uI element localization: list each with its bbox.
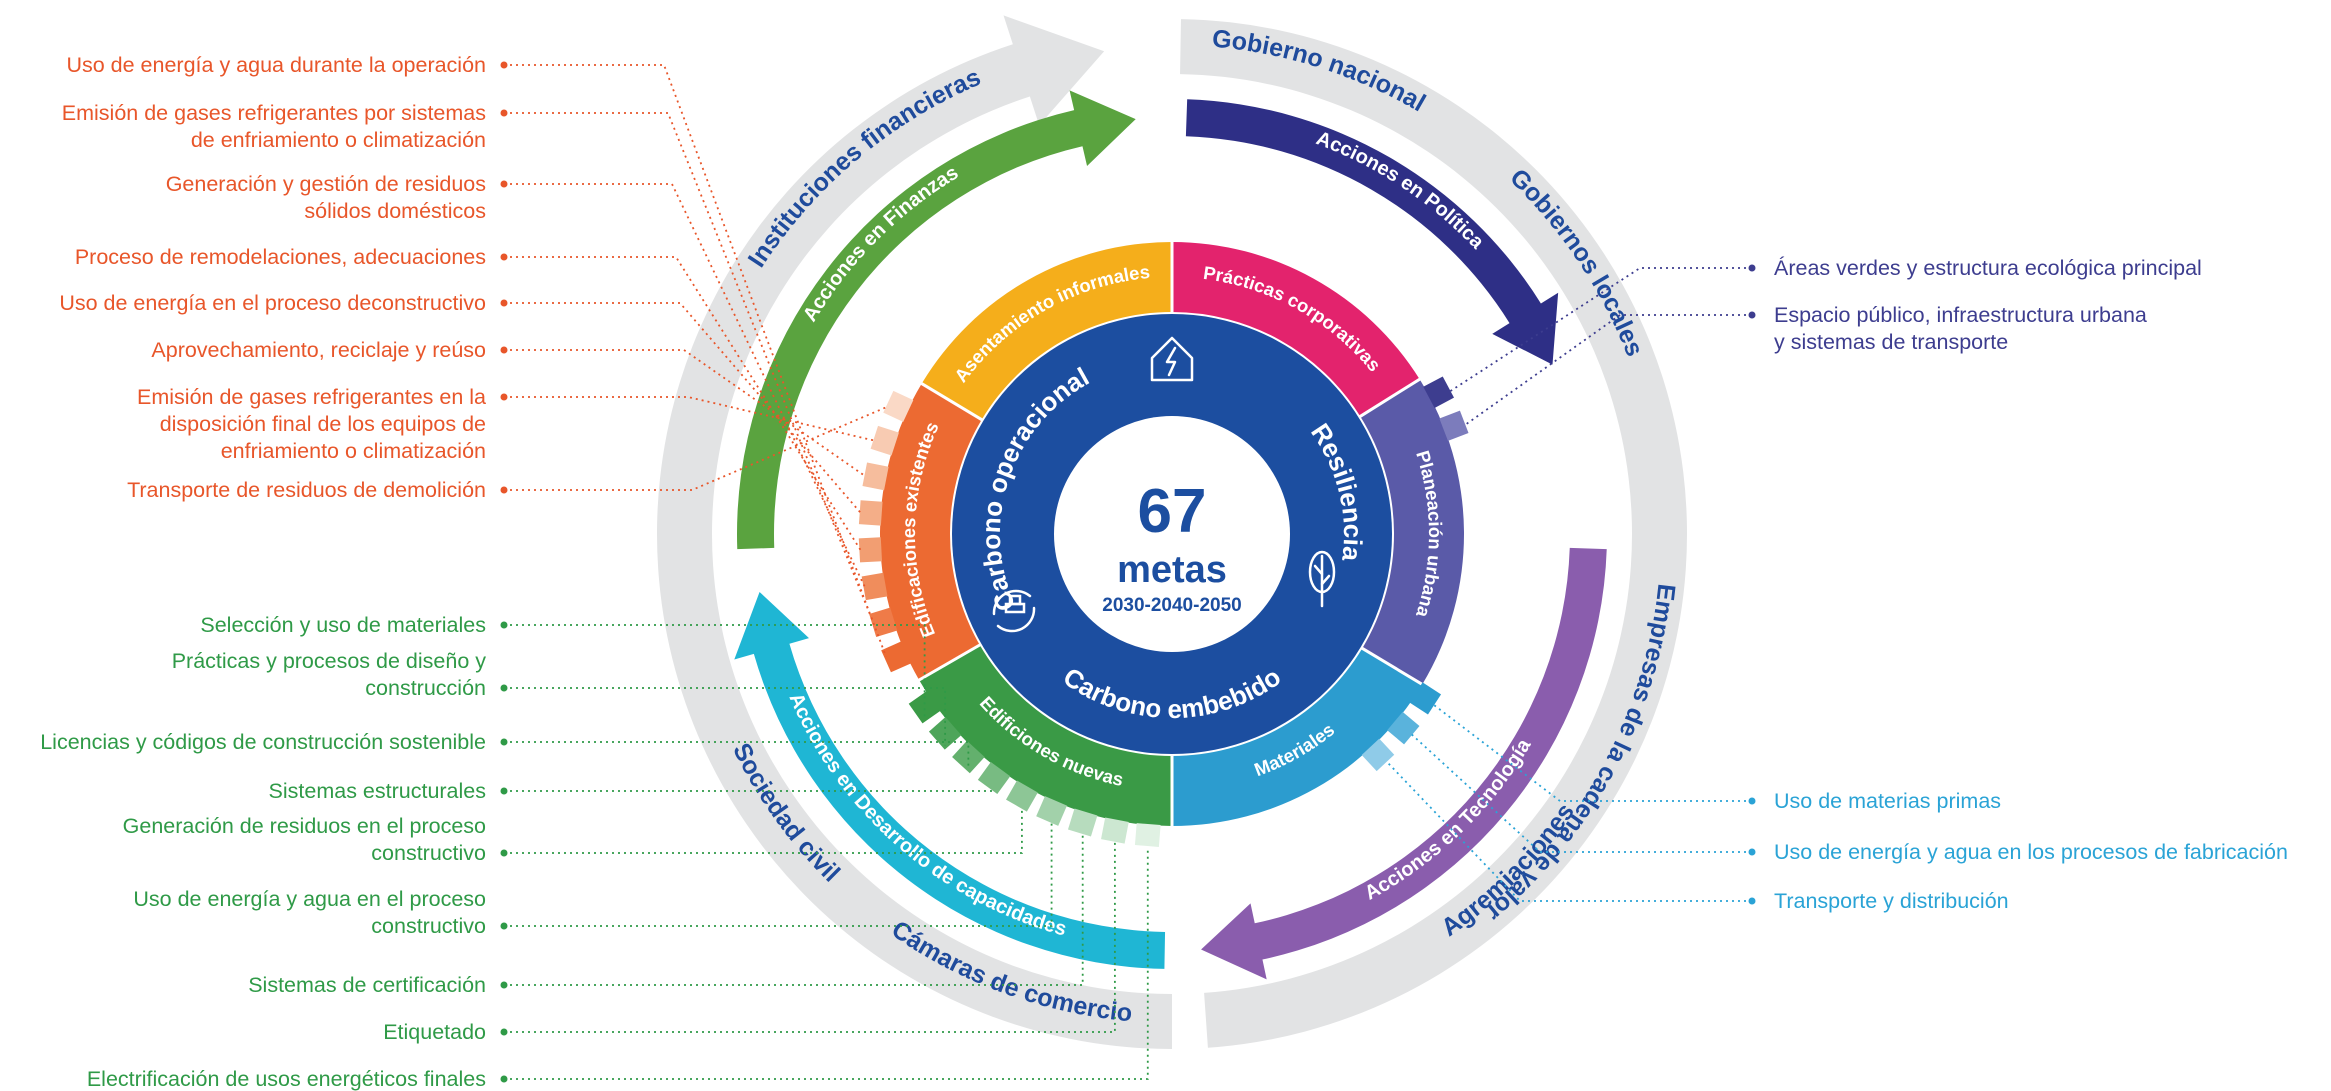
blue-connector-0 (1432, 703, 1752, 802)
green-label-6: Sistemas de certificación (248, 973, 486, 997)
green-connector-6 (504, 834, 1084, 986)
orange-connector-2 (504, 183, 866, 587)
orange-square (883, 390, 914, 422)
outer-ring-band-right (1180, 19, 1688, 1048)
purple-square (1423, 376, 1454, 408)
sector-divider (919, 381, 985, 422)
arrow-finanzas (737, 90, 1136, 550)
orange-label-5: Aprovechamiento, reciclaje y reúso (151, 338, 486, 362)
outer-ring-arrow-left (657, 15, 1172, 1050)
sector-divider (1357, 376, 1423, 419)
arrow-tecnologia (1201, 547, 1607, 980)
green-square (952, 740, 985, 774)
house-lightning-icon (1150, 336, 1194, 382)
orange-square (862, 462, 889, 491)
green-connector-4 (504, 808, 1023, 854)
orange-square (858, 500, 883, 526)
sector-0 (1172, 242, 1420, 417)
purple-label-0: Áreas verdes y estructura ecológica prin… (1774, 255, 2202, 280)
arrow-capacidades (734, 591, 1166, 969)
orange-label-4: Uso de energía en el proceso deconstruct… (59, 291, 486, 315)
connector-lines (500, 61, 1756, 1083)
orange-connector-3 (504, 256, 862, 551)
blue-square (1409, 682, 1442, 715)
core-white-disc (1054, 416, 1290, 652)
green-label-0: Selección y uso de materiales (200, 613, 486, 637)
goals-years: 2030-2040-2050 (1102, 595, 1241, 616)
green-connector-3 (504, 790, 995, 792)
purple-connector-1 (1463, 314, 1752, 427)
orange-connector-7 (504, 405, 889, 491)
side-labels: Uso de energía y agua durante la operaci… (40, 53, 2288, 1091)
blue-label-0: Uso de materias primas (1774, 789, 2001, 813)
orange-label-0: Uso de energía y agua durante la operaci… (66, 53, 486, 77)
blue-label-2: Transporte y distribución (1774, 889, 2009, 913)
orange-connector-5 (504, 349, 867, 478)
green-square (908, 691, 941, 724)
green-connector-8 (504, 847, 1149, 1080)
recycle-blocks-icon (992, 589, 1036, 633)
blue-label-1: Uso de energía y agua en los procesos de… (1774, 840, 2288, 864)
orange-square (861, 572, 888, 601)
green-label-3: Sistemas estructurales (269, 779, 486, 803)
sector-1 (1360, 379, 1464, 685)
green-connector-0 (504, 624, 926, 720)
blue-connector-1 (1410, 733, 1752, 853)
sector-3 (919, 645, 1172, 826)
tree-icon (1308, 550, 1336, 608)
arrow-politica (1185, 99, 1559, 365)
orange-connector-1 (504, 112, 875, 623)
green-label-7: Etiquetado (383, 1020, 486, 1044)
orange-connector-6 (504, 396, 875, 442)
green-square (1101, 817, 1129, 844)
green-square (1134, 823, 1161, 847)
sector-divider (916, 642, 983, 683)
green-connector-5 (504, 822, 1053, 927)
orange-square (870, 425, 899, 456)
green-label-8: Electrificación de usos energéticos fina… (87, 1067, 486, 1091)
orange-label-7: Transporte de residuos de demolición (127, 478, 486, 502)
green-label-2: Licencias y códigos de construcción sost… (40, 730, 486, 754)
green-square (977, 762, 1011, 794)
green-square (1067, 808, 1098, 837)
blue-connector-2 (1385, 760, 1752, 902)
purple-connector-0 (1448, 267, 1752, 393)
sector-4 (880, 383, 982, 680)
orange-label-3: Proceso de remodelaciones, adecuaciones (75, 245, 486, 269)
sector-2 (1172, 648, 1423, 826)
sector-divider (1359, 646, 1425, 687)
blue-square (1361, 738, 1395, 772)
goals-word: metas (1117, 549, 1227, 591)
orange-label-1: Emisión de gases refrigerantes por siste… (62, 101, 486, 152)
purple-square (1439, 410, 1469, 441)
orange-square (881, 641, 912, 673)
green-square (1006, 780, 1038, 812)
blue-square (1387, 711, 1420, 745)
orange-square (858, 537, 883, 563)
goals-count: 67 (1138, 477, 1207, 546)
green-square (1036, 796, 1067, 826)
sector-5 (921, 242, 1172, 420)
